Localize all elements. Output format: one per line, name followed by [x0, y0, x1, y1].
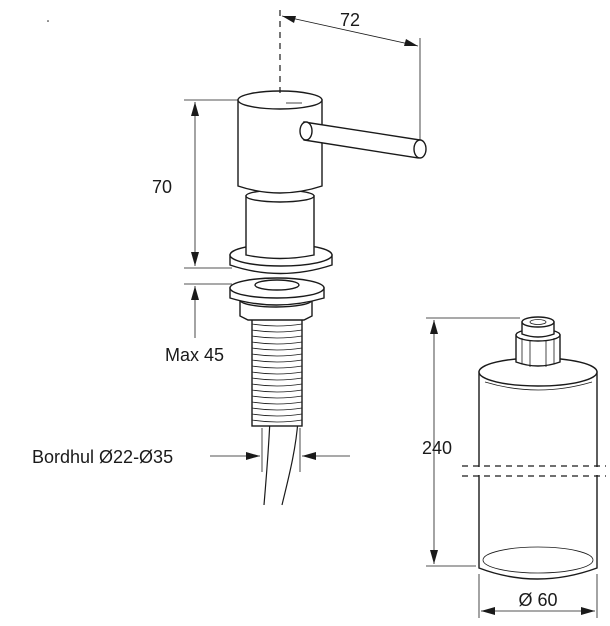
dimension-bottle-diameter: Ø 60 [478, 574, 598, 618]
stem [245, 189, 315, 260]
soap-bottle [462, 316, 606, 580]
thread-line [251, 335, 303, 339]
thread-line [251, 377, 303, 381]
bottle-height-label: 240 [422, 438, 452, 458]
thread-line [251, 365, 303, 369]
hose [263, 419, 299, 506]
dispenser-pump [229, 90, 427, 506]
thread-line [251, 383, 303, 387]
thread-line [251, 347, 303, 351]
thread-line [251, 341, 303, 345]
thread-line [251, 371, 303, 375]
dimension-lever-reach: 72 [279, 10, 421, 140]
head-height-label: 70 [152, 177, 172, 197]
thread-line [251, 329, 303, 333]
bottle-diameter-label: Ø 60 [518, 590, 557, 610]
threaded-shank [251, 317, 303, 427]
thread-line [251, 413, 303, 417]
lever-reach-label: 72 [340, 10, 360, 30]
lower-nut [229, 277, 325, 321]
thread-line [251, 407, 303, 411]
thread-line [251, 389, 303, 393]
thread-line [251, 419, 303, 423]
thread-line [251, 395, 303, 399]
thread-line [251, 323, 303, 327]
dimension-head-height: 70 [152, 99, 238, 269]
dot-mark [47, 20, 49, 22]
hole-diameter-label: Bordhul Ø22-Ø35 [32, 447, 173, 467]
lever-arm [299, 121, 427, 159]
dimension-max-thickness: Max 45 [165, 283, 232, 365]
thread-line [251, 401, 303, 405]
thread-line [251, 353, 303, 357]
max-thickness-label: Max 45 [165, 345, 224, 365]
dimension-bottle-height: 240 [422, 317, 520, 567]
pump-head [237, 90, 323, 194]
thread-line [251, 359, 303, 363]
dimension-hole-diameter: Bordhul Ø22-Ø35 [32, 428, 350, 472]
